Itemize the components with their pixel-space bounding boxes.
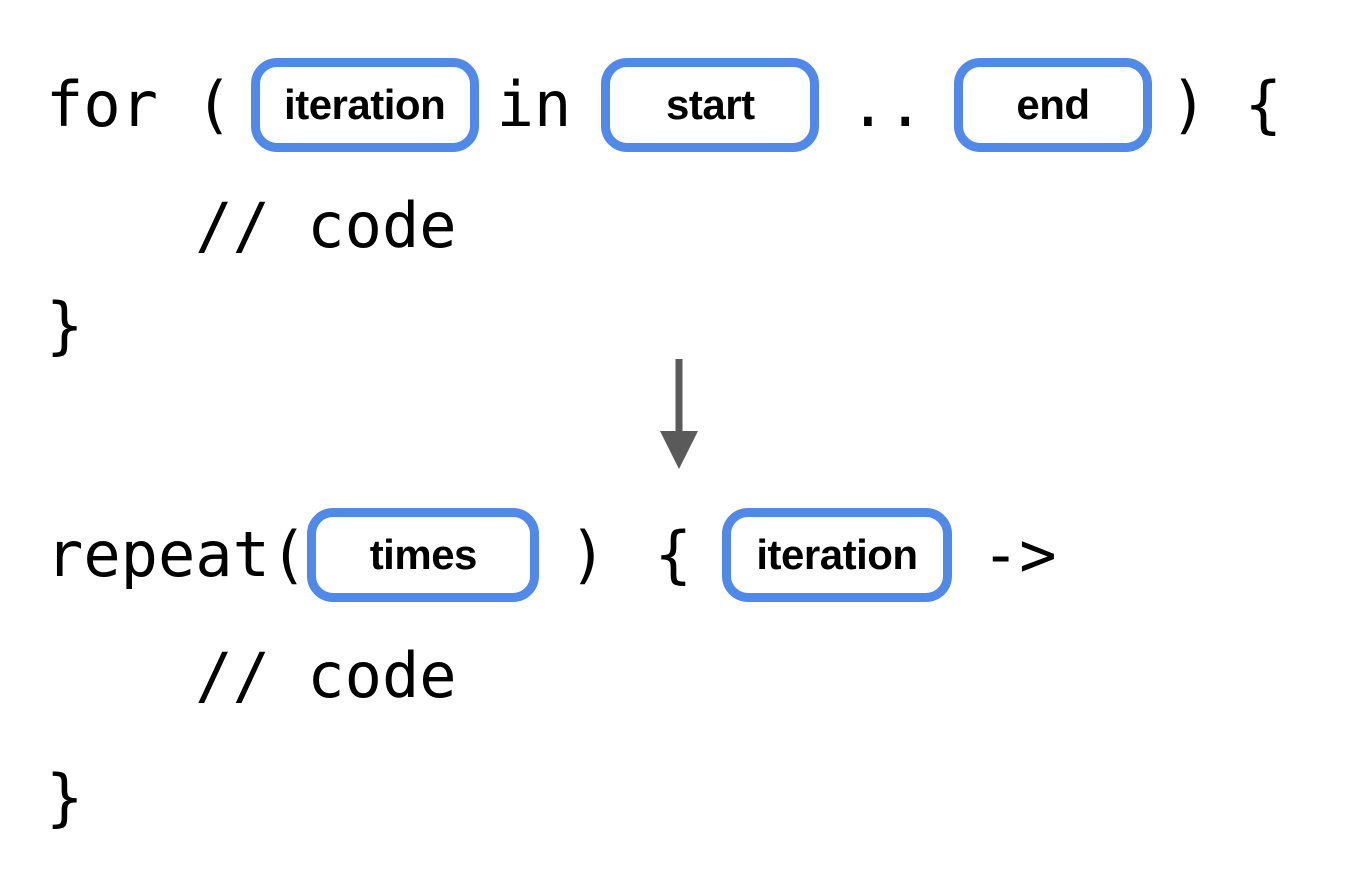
after-closing-brace: } [46,761,84,834]
for-keyword: for [46,68,158,141]
after-repeat-signature-line: repeat( times ) { iteration -> [46,507,1057,603]
before-for-signature-line: for ( iteration in start .. end ) { [46,57,1282,153]
pill-end[interactable]: end [953,58,1152,152]
for-close-brace-open: ) { [1169,68,1282,141]
pill-times-label: times [369,531,478,578]
downward-transform-arrow-icon [660,359,698,469]
lambda-arrow: -> [981,518,1057,591]
downward-transform-arrow [648,355,712,473]
pill-start[interactable]: start [601,58,820,152]
in-keyword: in [496,68,572,141]
before-closing-brace: } [46,289,84,362]
pill-start-label: start [666,81,755,128]
repeat-keyword: repeat( [46,518,308,591]
pill-times[interactable]: times [307,508,540,602]
range-operator: .. [849,68,924,141]
repeat-open-brace: { [654,518,692,591]
before-comment-line: // code [46,189,457,262]
pill-iteration-before[interactable]: iteration [250,58,479,152]
pill-iteration-before-label: iteration [284,81,446,128]
pill-iteration-after[interactable]: iteration [721,508,952,602]
repeat-close-paren: ) [569,518,607,591]
pill-iteration-after-label: iteration [756,531,918,578]
for-open-paren: ( [157,68,233,141]
pill-end-label: end [1016,81,1090,128]
after-comment-line: // code [46,639,457,712]
